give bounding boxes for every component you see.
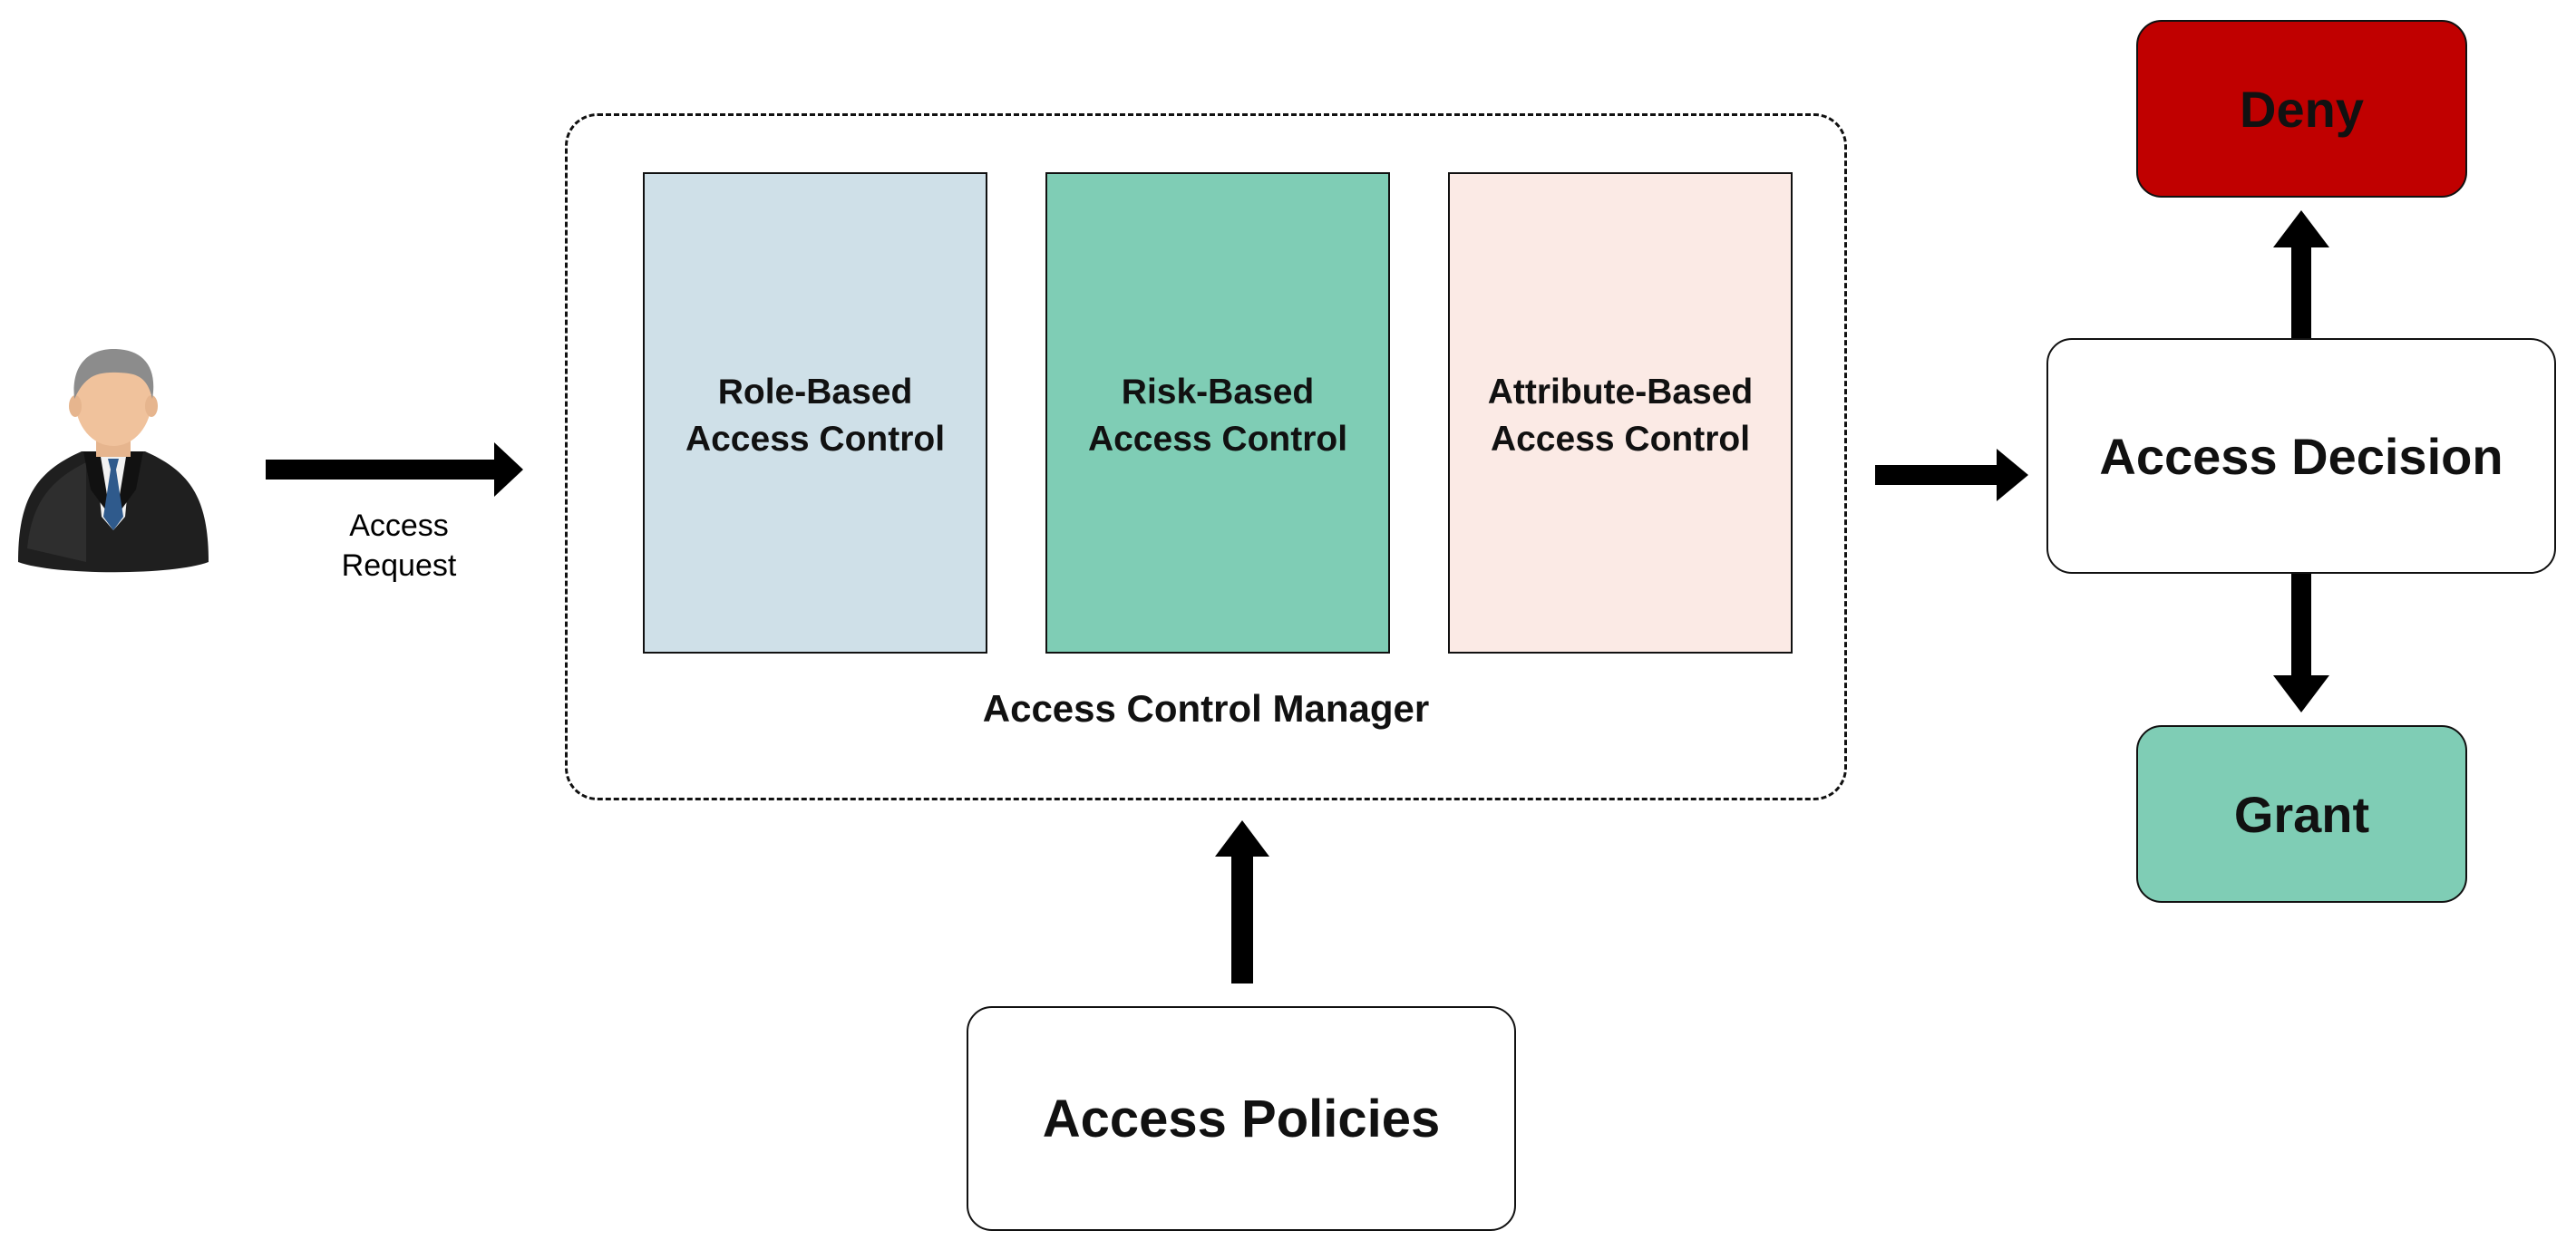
access-request-line2: Request <box>341 548 457 583</box>
arrow-policies <box>1215 820 1269 984</box>
access-policies-label: Access Policies <box>1042 1089 1441 1148</box>
deny-box: Deny <box>2136 20 2467 198</box>
user-avatar <box>9 335 218 580</box>
access-control-manager-label: Access Control Manager <box>982 687 1430 730</box>
access-decision-label: Access Decision <box>2099 427 2503 485</box>
access-control-manager <box>565 113 1847 800</box>
grant-box: Grant <box>2136 725 2467 903</box>
arrow-to-deny <box>2273 210 2329 338</box>
role-based-access-control-box: Role-Based Access Control <box>643 172 987 654</box>
businessman-icon <box>18 348 209 573</box>
arrow-to-grant <box>2273 574 2329 712</box>
deny-label: Deny <box>2240 80 2364 138</box>
access-decision-box: Access Decision <box>2046 338 2556 574</box>
attribute-based-access-control-box: Attribute-Based Access Control <box>1448 172 1793 654</box>
method-label-line2: Access Control <box>685 420 946 459</box>
grant-label: Grant <box>2233 785 2370 843</box>
access-request-label: Access Request <box>308 506 490 586</box>
method-label-line2: Access Control <box>1490 420 1751 459</box>
risk-based-access-control-box: Risk-Based Access Control <box>1045 172 1390 654</box>
arrow-to-decision <box>1875 449 2028 501</box>
access-request-line1: Access <box>349 509 449 543</box>
access-policies-box: Access Policies <box>967 1006 1516 1231</box>
arrow-request <box>266 442 523 497</box>
method-label-line1: Risk-Based <box>1121 373 1315 412</box>
method-label-line2: Access Control <box>1087 420 1348 459</box>
method-label-line1: Attribute-Based <box>1487 373 1754 412</box>
method-label-line1: Role-Based <box>717 373 913 412</box>
